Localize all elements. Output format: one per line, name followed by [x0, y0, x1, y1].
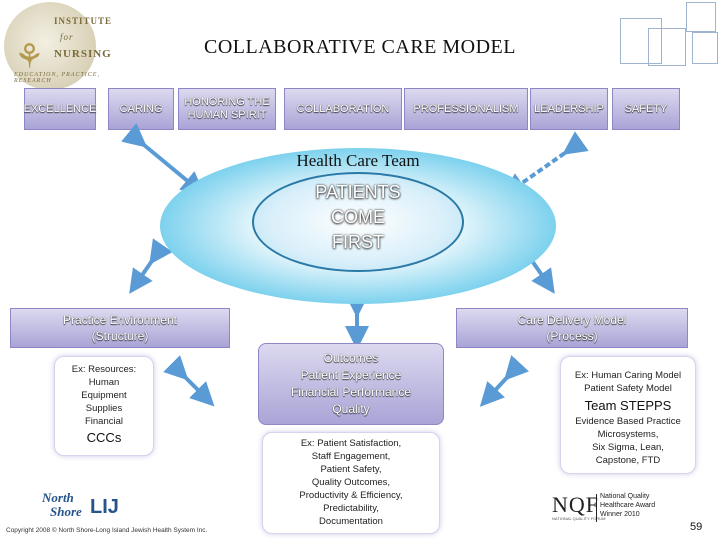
decorative-square: [648, 28, 686, 66]
example-line: Microsystems,: [597, 429, 659, 440]
value-box-excellence: EXCELLENCE: [24, 88, 96, 130]
logo-text-tagline: EDUCATION, PRACTICE, RESEARCH: [14, 72, 100, 84]
logo-text-institute: INSTITUTE: [54, 16, 113, 26]
decorative-square: [686, 2, 716, 32]
nqf-award-logo: NQF NATIONAL QUALITY FORUM National Qual…: [552, 492, 682, 526]
value-box-leadership: LEADERSHIP: [530, 88, 608, 130]
value-box-professionalism: PROFESSIONALISM: [404, 88, 528, 130]
practice-environment-subtitle: (Structure): [91, 329, 149, 343]
example-line: Quality Outcomes,: [311, 477, 391, 488]
example-line: Patient Safety,: [320, 464, 382, 475]
value-label: CARING: [119, 102, 163, 115]
practice-environment-title: Practice Environment: [62, 313, 178, 327]
outcomes-line: Financial Performance: [290, 385, 412, 399]
nqf-award-line: Winner 2010: [600, 511, 640, 518]
example-line: Equipment: [81, 390, 127, 401]
arrow-right-bottom: [479, 355, 529, 407]
care-delivery-panel: Ex: Human Caring Model Patient Safety Mo…: [560, 356, 696, 474]
copyright-footer: Copyright 2008 © North Shore-Long Island…: [6, 527, 208, 534]
practice-environment-panel: Ex: Resources: Human Equipment Supplies …: [54, 356, 154, 456]
outcomes-box: Outcomes Patient Experience Financial Pe…: [258, 343, 444, 425]
page-number: 59: [690, 521, 703, 533]
arrow-top-right: [502, 131, 589, 197]
nqf-award-line: Healthcare Award: [600, 502, 656, 509]
arrow-left-bottom: [163, 355, 215, 407]
outcomes-line: Quality: [332, 402, 370, 416]
care-delivery-model-box: Care Delivery Model (Process): [456, 308, 688, 348]
patients-come-first-label: PATIENTS COME FIRST: [315, 182, 401, 252]
cccs-label: CCCs: [86, 430, 122, 445]
example-line: Staff Engagement,: [311, 451, 391, 462]
nqf-mark: NQF: [552, 492, 600, 517]
value-box-collaboration: COLLABORATION: [284, 88, 402, 130]
logo-text-north: North: [42, 490, 74, 505]
north-shore-lij-logo: North Shore LIJ: [42, 490, 122, 524]
outcomes-line: Outcomes: [323, 351, 379, 365]
decorative-square: [692, 32, 718, 64]
nqf-award-line: National Quality: [600, 493, 650, 500]
logo-text-nursing: NURSING: [54, 48, 112, 60]
value-label: LEADERSHIP: [534, 102, 604, 115]
page-title: COLLABORATIVE CARE MODEL: [204, 36, 516, 58]
team-stepps-label: Team STEPPS: [584, 398, 672, 413]
example-line: Patient Safety Model: [584, 383, 672, 394]
logo-text-for: for: [60, 32, 74, 42]
patients-first-ellipse: [252, 172, 464, 272]
practice-environment-box: Practice Environment (Structure): [10, 308, 230, 348]
value-box-caring: CARING: [108, 88, 174, 130]
arrow-left-mid: [129, 238, 173, 294]
logo-text-shore: Shore: [50, 504, 82, 519]
nqf-subtext: NATIONAL QUALITY FORUM: [552, 516, 606, 521]
logo-emblem: [4, 2, 96, 90]
example-line: Productivity & Efficiency,: [299, 490, 403, 501]
example-line: Evidence Based Practice: [575, 416, 681, 427]
value-label: PROFESSIONALISM: [413, 102, 519, 115]
example-line: Human: [88, 377, 120, 388]
example-line: Supplies: [85, 403, 123, 414]
outcomes-line: Patient Experience: [300, 368, 402, 382]
care-delivery-model-subtitle: (Process): [546, 329, 598, 343]
outcomes-examples-panel: Ex: Patient Satisfaction, Staff Engageme…: [262, 432, 440, 534]
value-box-safety: SAFETY: [612, 88, 680, 130]
care-delivery-model-title: Care Delivery Model: [517, 313, 627, 327]
nqf-award-text: National Quality Healthcare Award Winner…: [600, 492, 655, 519]
example-line: Documentation: [319, 516, 383, 527]
example-line: Predictability,: [323, 503, 379, 514]
example-line: Capstone, FTD: [595, 455, 661, 466]
value-label: EXCELLENCE: [23, 102, 97, 115]
value-label: SAFETY: [624, 102, 668, 115]
example-line: Financial: [84, 416, 124, 427]
logo-text-lij: LIJ: [90, 496, 119, 518]
example-line: Ex: Resources:: [71, 364, 137, 375]
health-care-team-label: Health Care Team: [296, 151, 420, 170]
institute-for-nursing-logo: ⚘ INSTITUTE for NURSING EDUCATION, PRACT…: [4, 2, 112, 94]
example-line: Ex: Patient Satisfaction,: [300, 438, 402, 449]
arrow-top-left: [121, 123, 206, 196]
decorative-square: [620, 18, 662, 64]
example-line: Ex: Human Caring Model: [574, 370, 682, 381]
example-line: Six Sigma, Lean,: [592, 442, 664, 453]
lamp-icon: ⚘: [14, 38, 45, 76]
value-label: COLLABORATION: [296, 102, 390, 115]
nqf-divider: [596, 494, 597, 522]
value-box-honoring: HONORING THE HUMAN SPIRIT: [178, 88, 276, 130]
value-label: HONORING THE HUMAN SPIRIT: [184, 96, 270, 121]
